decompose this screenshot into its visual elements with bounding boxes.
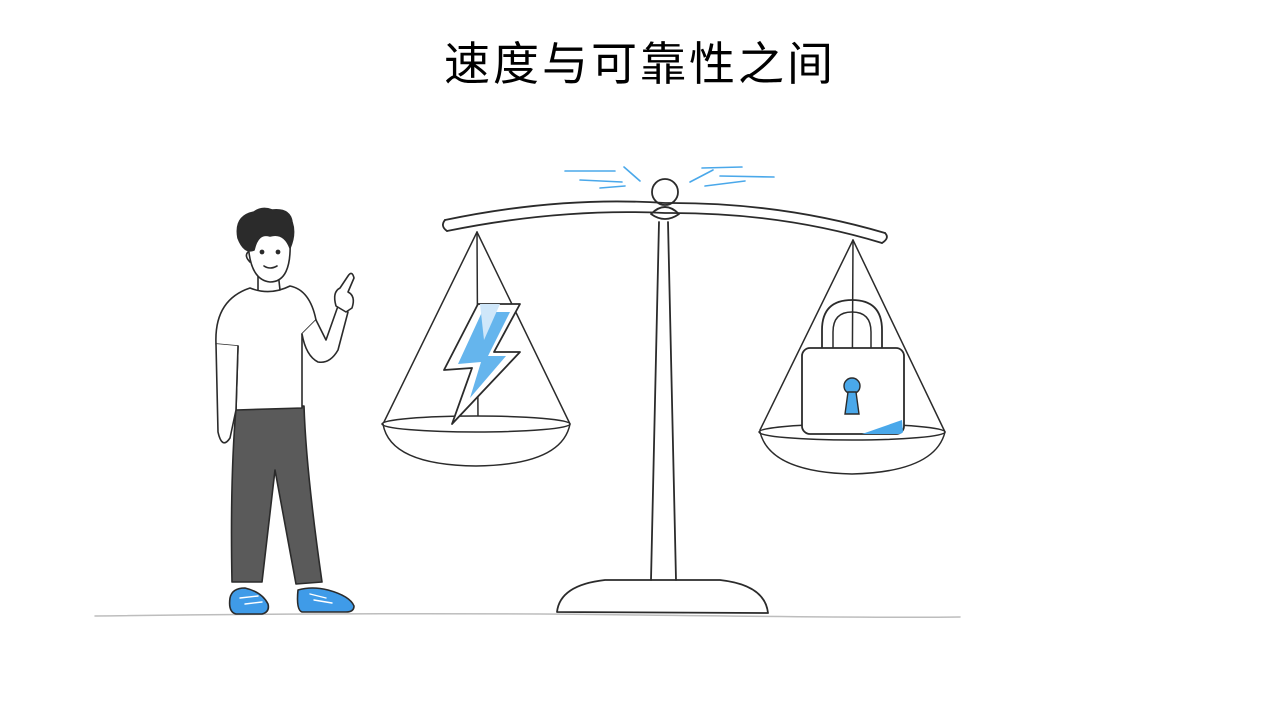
person-figure — [215, 207, 355, 615]
pointing-hand — [333, 272, 355, 313]
lightning-bolt-icon — [443, 303, 521, 425]
hanging-arm — [215, 343, 239, 444]
hair — [236, 207, 295, 252]
motion-lines — [564, 166, 775, 189]
raised-arm — [301, 305, 349, 364]
ground-line — [94, 612, 961, 618]
shirt — [215, 285, 317, 411]
scale-beam — [442, 200, 888, 244]
pants — [230, 405, 323, 585]
page-title: 速度与可靠性之间 — [444, 37, 836, 91]
shoes — [228, 587, 355, 615]
scale-stand — [556, 178, 769, 614]
padlock-icon — [801, 299, 905, 435]
